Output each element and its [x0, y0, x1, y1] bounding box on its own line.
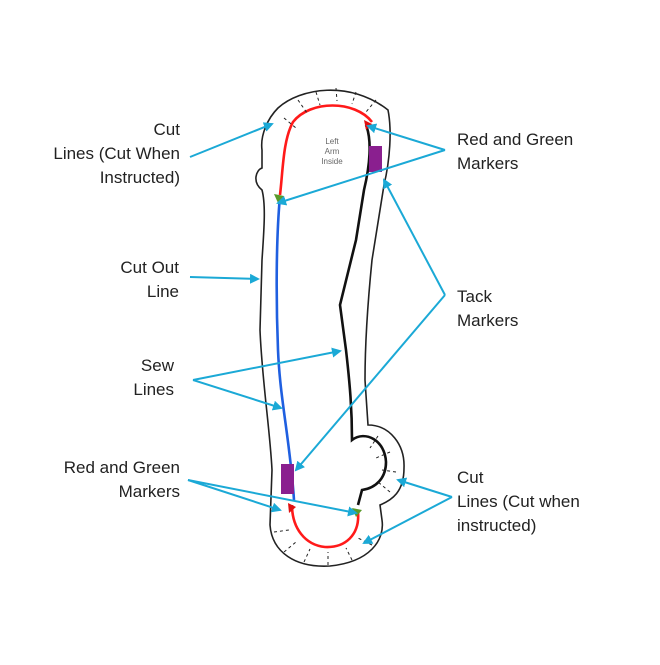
arrows — [187, 122, 453, 544]
piece-label-line-1: Left — [325, 137, 339, 146]
label-line: instructed) — [457, 516, 537, 535]
label-line: Red and Green — [63, 458, 180, 477]
piece-label-line-2: Arm — [324, 147, 340, 156]
inner-outline — [338, 124, 388, 506]
sew-line-top-red — [278, 104, 374, 196]
red-marker-bottom — [288, 503, 296, 513]
arrow-sew-lines-2 — [192, 379, 283, 411]
arrow-cut-out-line — [189, 273, 260, 284]
tack-marker-top — [369, 146, 382, 172]
label-line: Markers — [457, 154, 519, 173]
cut-dashes-top — [283, 87, 377, 129]
arrow-rg-right-1 — [366, 123, 446, 151]
label-line: Markers — [457, 311, 519, 330]
arrow-sew-lines-1 — [192, 347, 342, 381]
label-line: Markers — [118, 482, 180, 501]
cut-out-line — [255, 89, 405, 567]
label-line: Tack — [457, 287, 492, 306]
label-cut-lines-top: Cut Lines (Cut When Instructed) — [53, 118, 180, 190]
arrow-cut-lines-bottom-2 — [362, 496, 453, 544]
label-tack-markers: Tack Markers — [457, 285, 518, 333]
tack-marker-bottom — [281, 464, 294, 494]
arrow-tack-2 — [294, 294, 446, 472]
label-cut-lines-bottom: Cut Lines (Cut when instructed) — [457, 466, 580, 538]
label-line: Cut — [153, 120, 180, 139]
label-line: Cut — [457, 468, 484, 487]
sew-line-bottom-red — [290, 504, 360, 549]
label-line: Lines — [133, 380, 174, 399]
arrow-cut-lines-top — [189, 122, 274, 158]
arrow-rg-left-1 — [187, 479, 282, 513]
arrow-cut-lines-bottom-1 — [396, 477, 453, 498]
label-red-green-right: Red and Green Markers — [457, 128, 573, 176]
piece-label: Left Arm Inside — [318, 137, 346, 167]
label-line: Lines (Cut When — [53, 144, 180, 163]
arrow-rg-right-2 — [276, 149, 446, 206]
label-line: Sew — [140, 356, 174, 375]
sew-line-blue — [275, 195, 296, 501]
arrow-tack-1 — [383, 178, 446, 296]
label-line: Cut Out — [120, 258, 179, 277]
label-red-green-left: Red and Green Markers — [64, 456, 180, 504]
label-line: Line — [146, 282, 179, 301]
label-line: Lines (Cut when — [457, 492, 580, 511]
arrow-rg-left-2 — [187, 479, 358, 517]
label-cut-out-line: Cut Out Line — [120, 256, 179, 304]
piece-label-line-3: Inside — [321, 157, 343, 166]
cut-dashes-bottom — [273, 435, 397, 565]
label-sew-lines: Sew Lines — [133, 354, 174, 402]
label-line: Instructed) — [99, 168, 180, 187]
label-line: Red and Green — [457, 130, 574, 149]
